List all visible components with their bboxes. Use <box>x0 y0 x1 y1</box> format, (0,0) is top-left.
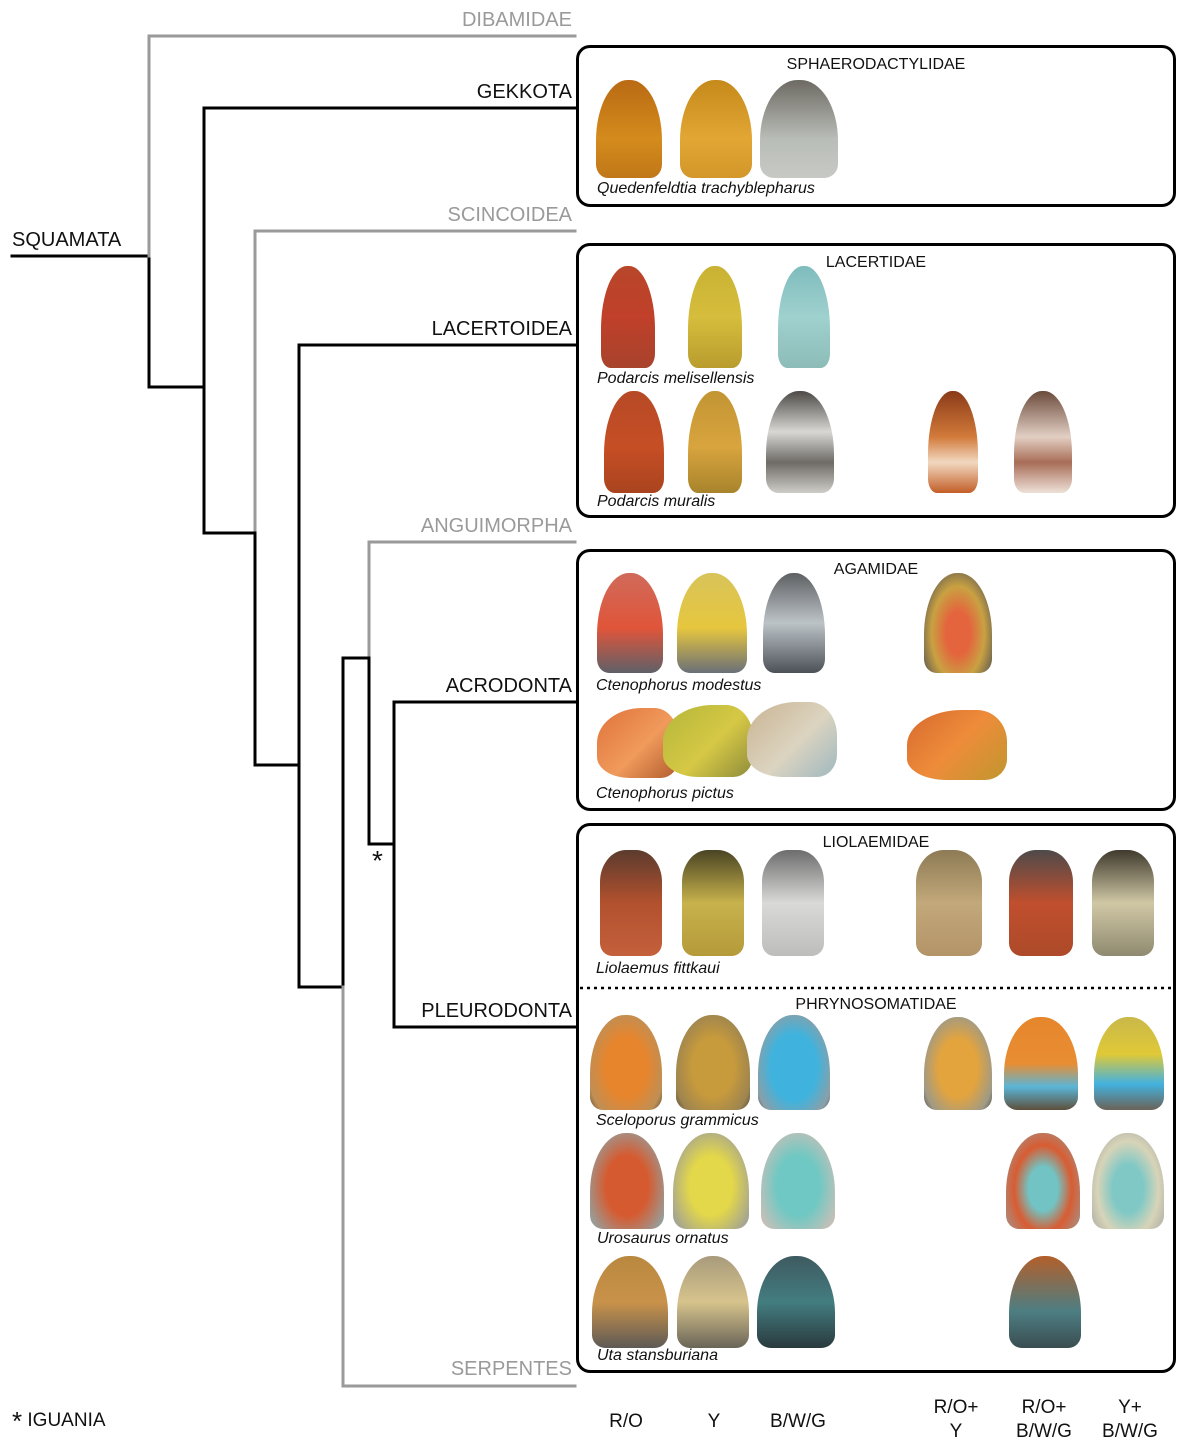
legend-ro: R/O <box>596 1410 656 1434</box>
outgroup-label-anguimorpha: ANGUIMORPHA <box>421 515 572 537</box>
morph-liolaemus-bwg <box>762 850 824 956</box>
species-label-podarcis-muralis: Podarcis muralis <box>597 493 715 511</box>
outgroup-label-serpentes: SERPENTES <box>451 1358 572 1380</box>
family-label-phrynosomatidae: PHRYNOSOMATIDAE <box>576 996 1176 1014</box>
root-label-squamata: SQUAMATA <box>12 229 121 251</box>
species-label-sceloporus: Sceloporus grammicus <box>596 1112 759 1130</box>
morph-ctenophorus-pictus-bwg <box>747 702 837 777</box>
morph-liolaemus-ro <box>600 850 662 956</box>
family-label-liolaemidae: LIOLAEMIDAE <box>576 834 1176 852</box>
morph-ctenophorus-pictus-ro-y <box>907 710 1007 780</box>
outgroup-label-scincoidea: SCINCOIDEA <box>448 204 572 226</box>
family-label-agamidae: AGAMIDAE <box>576 561 1176 579</box>
footnote-text: IGUANIA <box>27 1410 105 1431</box>
panel-pleurodonta <box>576 823 1176 1373</box>
morph-liolaemus-y <box>682 850 744 956</box>
footnote-symbol: * <box>12 1406 22 1436</box>
morph-liolaemus-y-bwg <box>1092 850 1154 956</box>
legend-ro-y-bottom: Y <box>920 1420 992 1444</box>
family-label-sphaerodactylidae: SPHAERODACTYLIDAE <box>576 56 1176 74</box>
morph-liolaemus-ro-bwg <box>1009 850 1073 956</box>
species-label-liolaemus: Liolaemus fittkaui <box>596 960 720 978</box>
legend-ro-y: R/O+ Y <box>920 1396 992 1444</box>
clade-label-lacertoidea: LACERTOIDEA <box>432 318 572 340</box>
species-label-podarcis-melisellensis: Podarcis melisellensis <box>597 370 754 388</box>
legend-bwg: B/W/G <box>758 1410 838 1434</box>
legend-ro-y-top: R/O+ <box>920 1396 992 1420</box>
legend-ro-bwg-bottom: B/W/G <box>1002 1420 1086 1444</box>
species-label-uta: Uta stansburiana <box>597 1347 718 1365</box>
legend-ro-bwg-top: R/O+ <box>1002 1396 1086 1420</box>
legend-ro-bwg: R/O+ B/W/G <box>1002 1396 1086 1444</box>
legend-y-bwg-top: Y+ <box>1088 1396 1172 1420</box>
clade-label-acrodonta: ACRODONTA <box>446 675 572 697</box>
species-label-ctenophorus-modestus: Ctenophorus modestus <box>596 677 761 695</box>
legend-y-bwg: Y+ B/W/G <box>1088 1396 1172 1444</box>
footnote-iguania: * IGUANIA <box>12 1409 106 1433</box>
legend-y-bwg-bottom: B/W/G <box>1088 1420 1172 1444</box>
clade-label-pleurodonta: PLEURODONTA <box>421 1000 572 1022</box>
species-label-quedenfeldtia: Quedenfeldtia trachyblepharus <box>597 180 815 198</box>
species-label-urosaurus: Urosaurus ornatus <box>597 1230 729 1248</box>
morph-ctenophorus-pictus-y <box>663 705 753 777</box>
family-label-lacertidae: LACERTIDAE <box>576 254 1176 272</box>
legend-y: Y <box>694 1410 734 1434</box>
species-label-ctenophorus-pictus: Ctenophorus pictus <box>596 785 734 803</box>
morph-liolaemus-ro-y <box>916 850 982 956</box>
outgroup-label-dibamidae: DIBAMIDAE <box>462 9 572 31</box>
clade-label-gekkota: GEKKOTA <box>477 81 572 103</box>
iguania-node-marker: * <box>372 850 383 872</box>
